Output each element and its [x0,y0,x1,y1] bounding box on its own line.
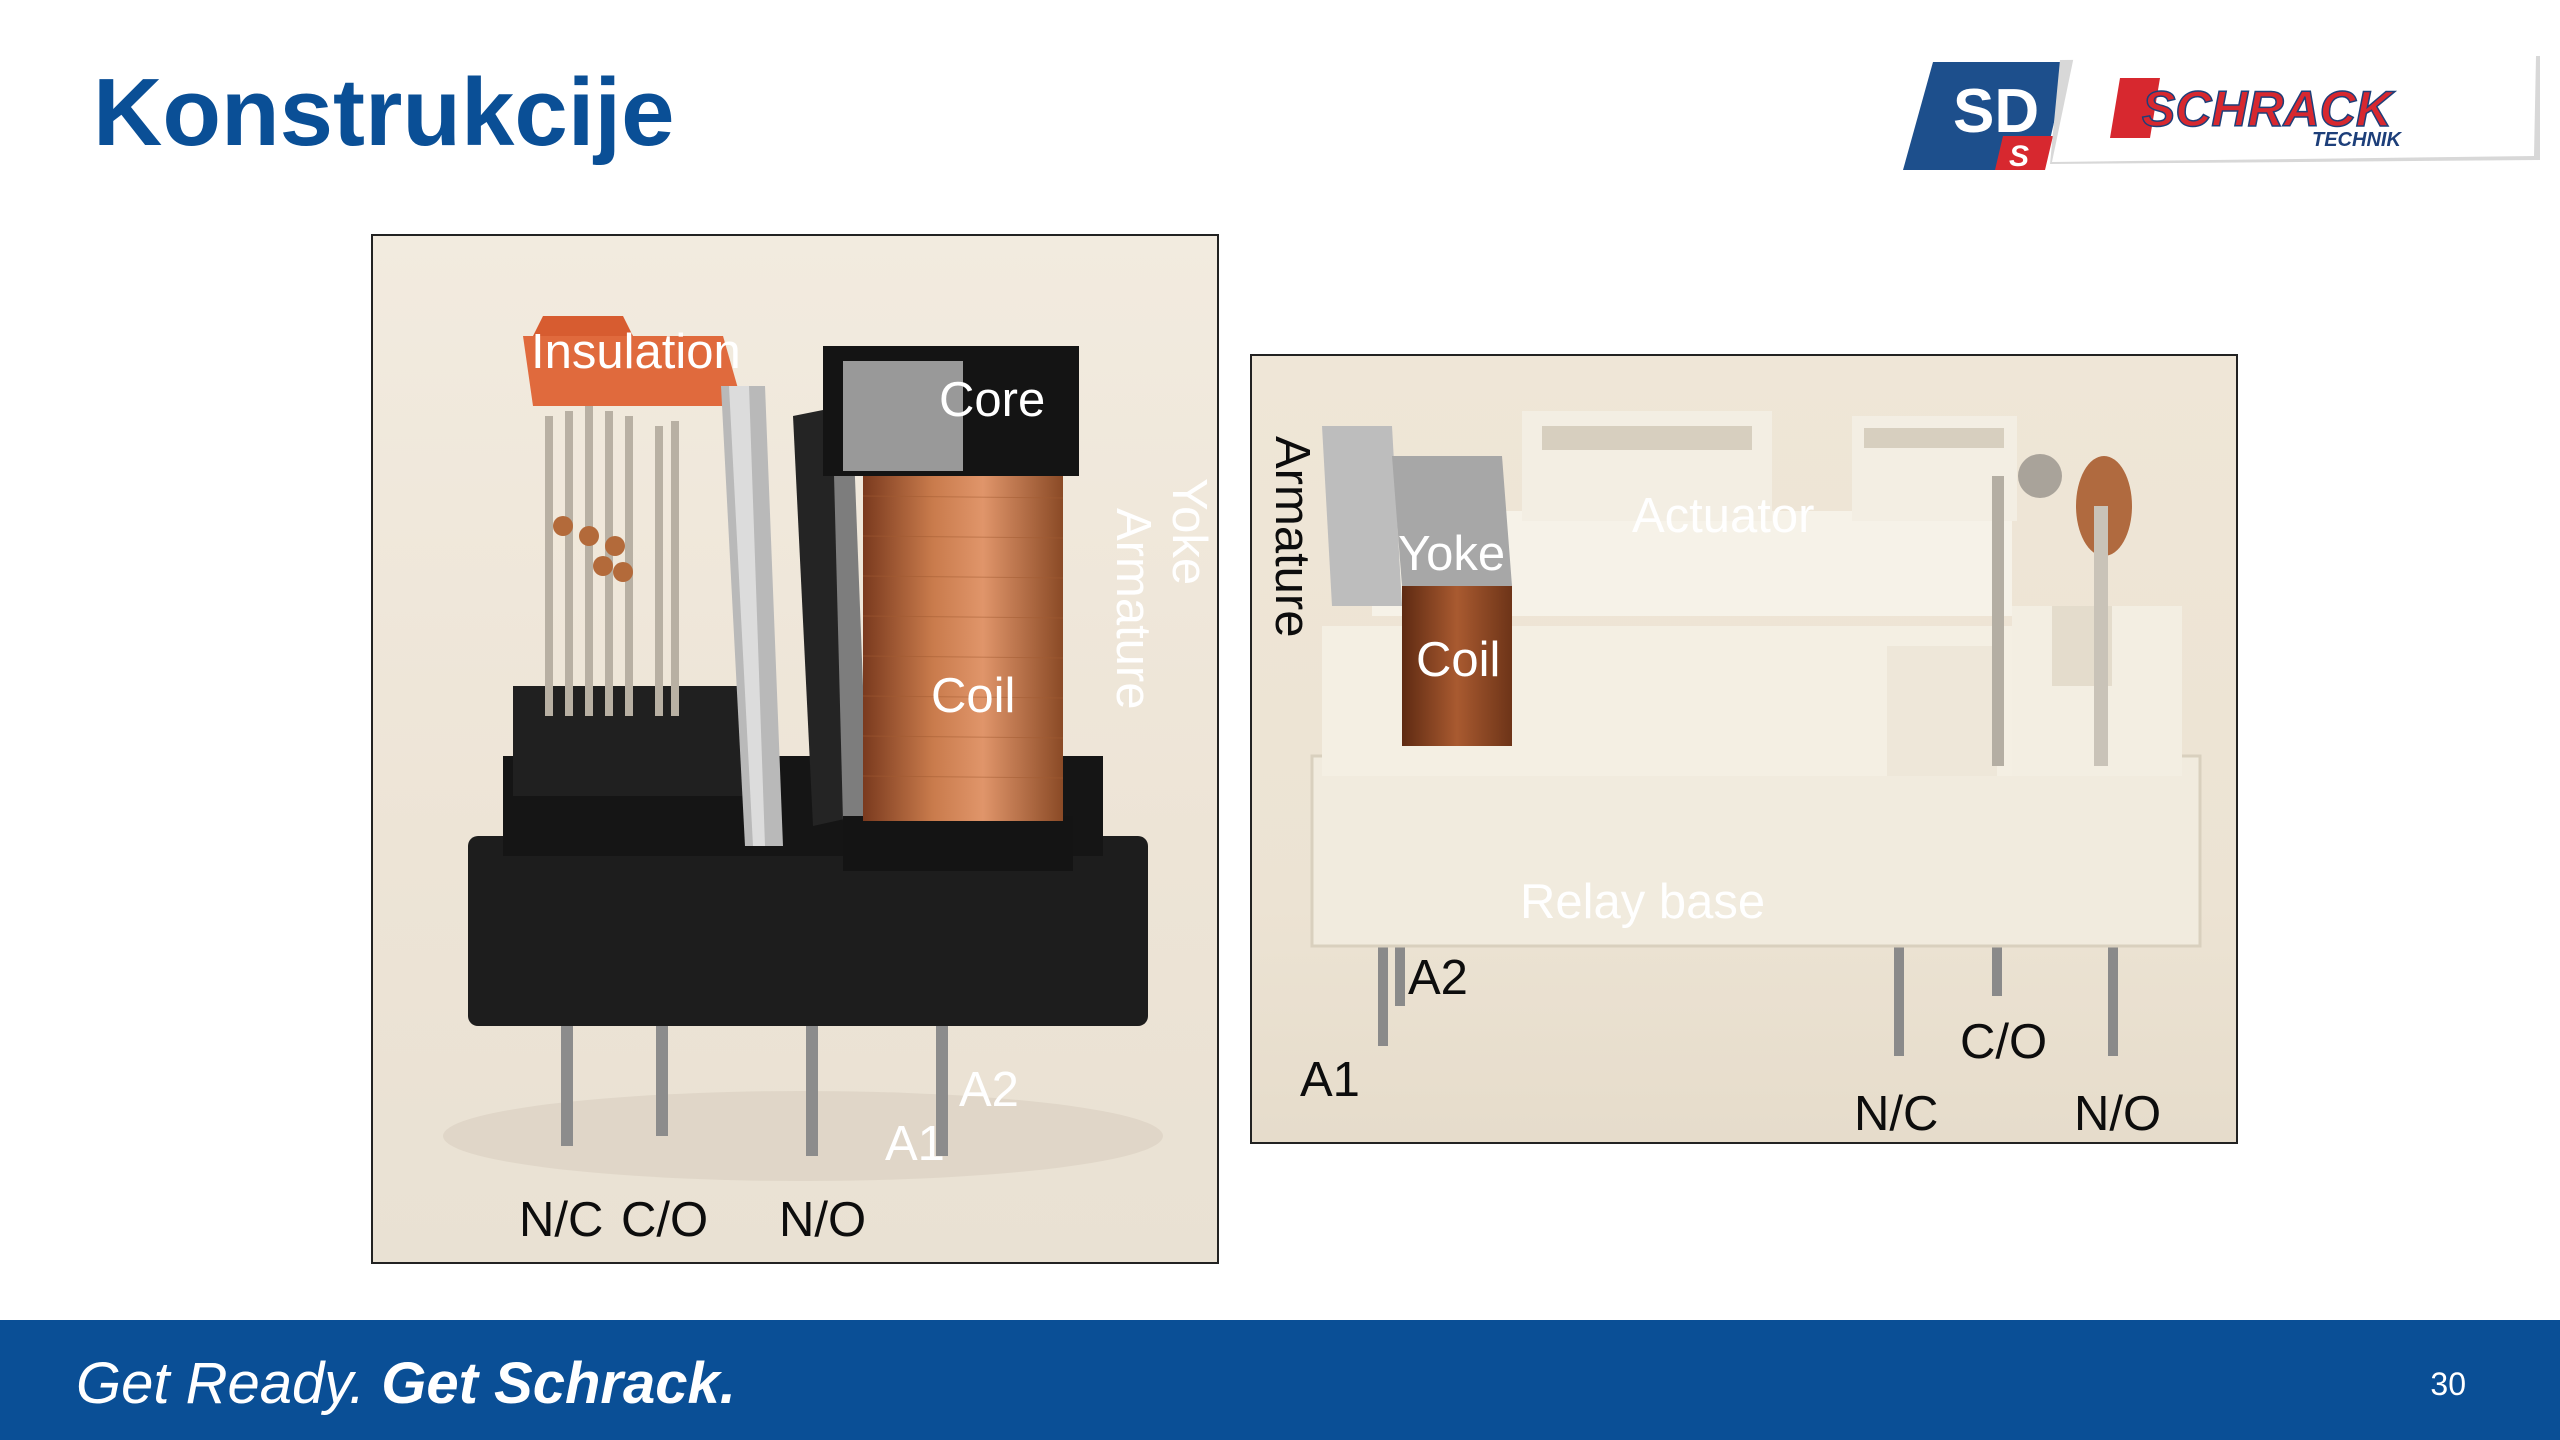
label-a2: A2 [959,1063,1019,1117]
label-co: C/O [621,1193,709,1247]
label-nc-right: N/C [1854,1087,1939,1141]
page-number: 30 [2430,1366,2466,1402]
schrack-logo-sub: TECHNIK [2312,129,2402,151]
footer-slogan: Get Ready. Get Schrack. [76,1350,736,1417]
label-core: Core [939,373,1046,427]
label-yoke-right: Yoke [1398,527,1506,581]
relay-photo-right: Armature Actuator Yoke Coil Relay base A… [1250,354,2238,1144]
schrack-logo-text: SCHRACK [2142,81,2396,137]
label-no: N/O [779,1193,867,1247]
sd-logo-sub: S [2009,140,2029,170]
slide-title: Konstrukcije [93,59,675,166]
label-co-right: C/O [1960,1015,2048,1069]
sd-logo: SD S [1903,62,2068,173]
schrack-logo: SCHRACK TECHNIK [2050,56,2544,166]
label-relay-base: Relay base [1520,875,1766,929]
label-nc: N/C [519,1193,604,1247]
slogan-part1: Get Ready. [76,1351,366,1416]
footer-bar: Get Ready. Get Schrack. 30 [0,1320,2560,1440]
label-armature-right: Armature [1265,436,1319,638]
slogan-part2: Get Schrack. [381,1351,736,1416]
label-coil-right: Coil [1416,633,1501,687]
label-a1-right: A1 [1300,1053,1360,1107]
sd-logo-text: SD [1953,77,2039,146]
label-a1: A1 [885,1117,945,1171]
label-coil: Coil [931,669,1016,723]
label-actuator: Actuator [1632,489,1815,543]
label-insulation: Insulation [531,325,741,379]
label-yoke: Yoke [1162,478,1216,586]
relay-photo-left: Insulation Core Yoke Armature Coil A2 A1… [371,234,1219,1264]
label-no-right: N/O [2074,1087,2162,1141]
label-armature: Armature [1106,508,1160,710]
label-a2-right: A2 [1408,951,1468,1005]
